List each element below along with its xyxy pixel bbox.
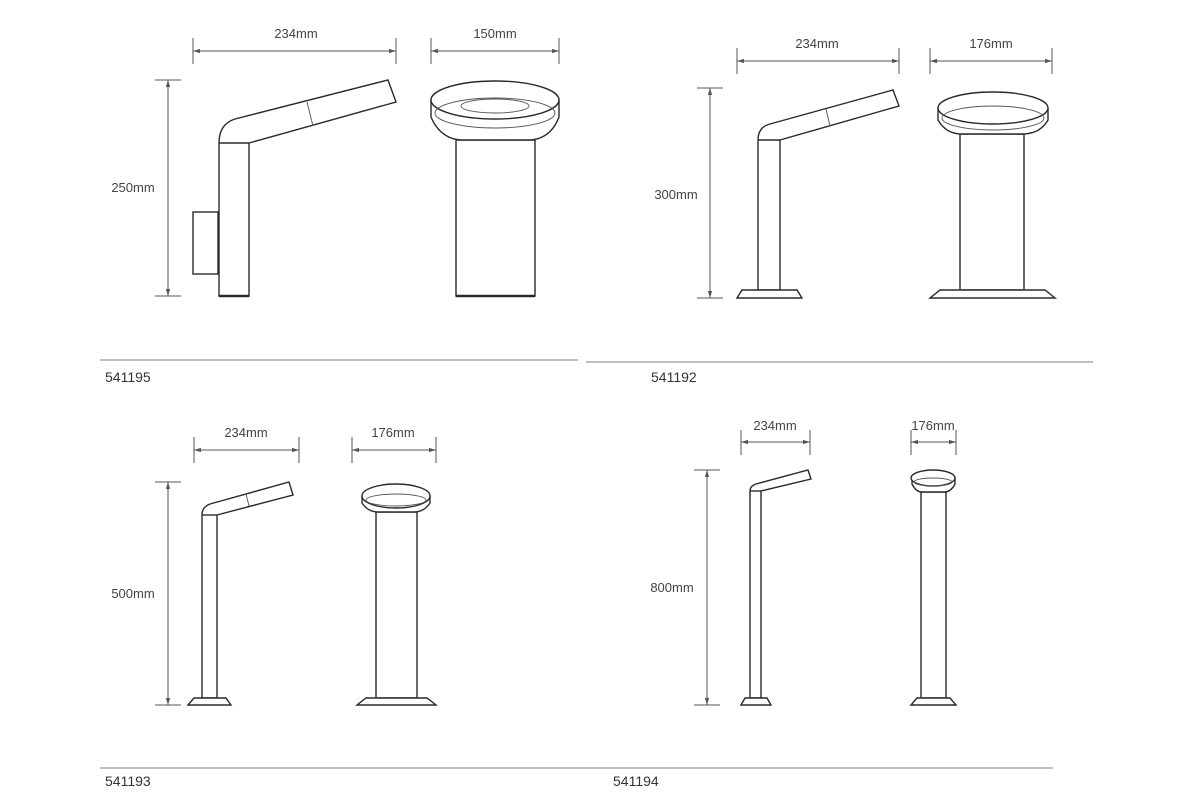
panel-541192: 234mm 176mm 300mm [654, 36, 1057, 299]
width-side-label: 234mm [753, 418, 796, 433]
width-side-label: 234mm [224, 425, 267, 440]
side-view [186, 481, 294, 706]
width-side-label: 234mm [274, 26, 317, 41]
height-label: 500mm [111, 586, 154, 601]
side-view [735, 89, 900, 299]
width-dimension-side: 234mm [740, 418, 811, 455]
width-dimension-side: 234mm [736, 36, 900, 74]
width-dimension-front: 176mm [351, 425, 437, 463]
front-view [430, 80, 560, 298]
width-front-label: 150mm [473, 26, 516, 41]
product-code: 541195 [105, 369, 151, 385]
width-dimension-side: 234mm [193, 425, 300, 463]
height-label: 300mm [654, 187, 697, 202]
product-code: 541193 [105, 773, 151, 789]
side-view [739, 469, 812, 706]
width-side-label: 234mm [795, 36, 838, 51]
front-view [354, 483, 439, 706]
product-code: 541192 [651, 369, 697, 385]
front-view [909, 469, 958, 706]
height-label: 250mm [111, 180, 154, 195]
side-view [192, 79, 397, 298]
height-dimension: 250mm [111, 79, 181, 297]
width-dimension-front: 176mm [929, 36, 1053, 74]
product-code: 541194 [613, 773, 659, 789]
height-dimension: 800mm [650, 469, 720, 706]
height-dimension: 300mm [654, 87, 723, 299]
panel-541195: 234mm 150mm 250mm [111, 26, 560, 298]
height-label: 800mm [650, 580, 693, 595]
width-front-label: 176mm [911, 418, 954, 433]
width-front-label: 176mm [969, 36, 1012, 51]
front-view [928, 91, 1057, 299]
panel-541193: 234mm 176mm 500mm [111, 425, 439, 706]
width-front-label: 176mm [371, 425, 414, 440]
width-dimension-front: 150mm [430, 26, 560, 64]
panel-541194: 234mm 176mm 800mm [650, 418, 958, 706]
height-dimension: 500mm [111, 481, 181, 706]
width-dimension-front: 176mm [910, 418, 957, 455]
width-dimension-side: 234mm [192, 26, 397, 64]
